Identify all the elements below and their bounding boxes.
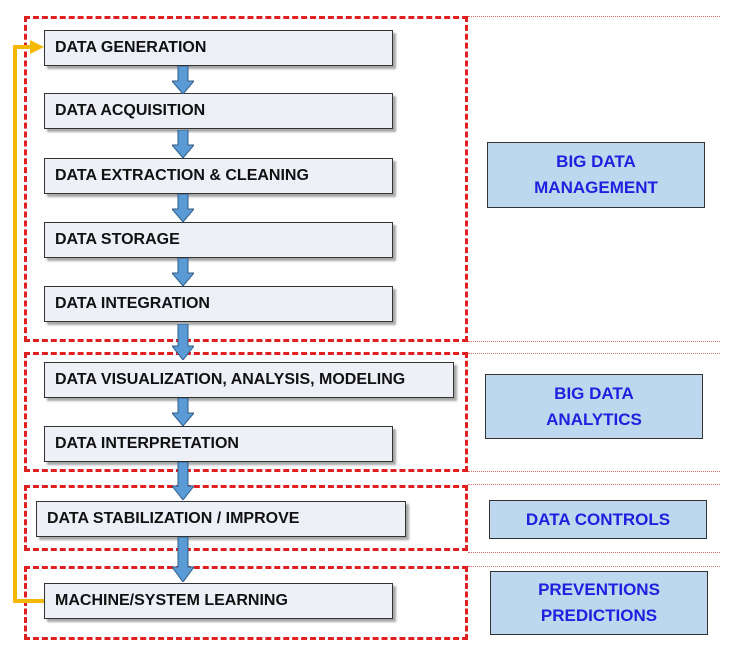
step-data-visualization: DATA VISUALIZATION, ANALYSIS, MODELING (44, 362, 454, 398)
step-data-interpretation: DATA INTERPRETATION (44, 426, 393, 462)
category-big-data-analytics: BIG DATA ANALYTICS (485, 374, 703, 439)
divider-line (468, 484, 720, 485)
category-line: ANALYTICS (546, 409, 642, 429)
divider-line (468, 471, 720, 472)
category-line: DATA CONTROLS (525, 509, 671, 529)
down-arrow-icon (172, 324, 194, 360)
step-data-integration: DATA INTEGRATION (44, 286, 393, 322)
region-big-data-management (24, 16, 468, 342)
category-preventions-predictions: PREVENTIONS PREDICTIONS (490, 571, 708, 635)
step-data-storage: DATA STORAGE (44, 222, 393, 258)
category-line: BIG DATA (554, 383, 634, 403)
down-arrow-icon (172, 537, 194, 582)
divider-line (468, 16, 720, 17)
divider-line (468, 566, 720, 567)
down-arrow-icon (172, 258, 194, 286)
down-arrow-icon (172, 398, 194, 426)
category-big-data-management: BIG DATA MANAGEMENT (487, 142, 705, 208)
step-data-generation: DATA GENERATION (44, 30, 393, 66)
down-arrow-icon (172, 462, 194, 500)
down-arrow-icon (172, 66, 194, 94)
down-arrow-icon (172, 194, 194, 222)
region-big-data-analytics (24, 352, 468, 472)
step-data-extraction-cleaning: DATA EXTRACTION & CLEANING (44, 158, 393, 194)
region-data-controls (24, 485, 468, 551)
category-line: BIG DATA (556, 152, 636, 171)
category-line: MANAGEMENT (534, 178, 658, 197)
divider-line (468, 341, 720, 342)
down-arrow-icon (172, 130, 194, 158)
step-data-stabilization: DATA STABILIZATION / IMPROVE (36, 501, 406, 537)
divider-line (468, 552, 720, 553)
category-line: PREDICTIONS (540, 606, 658, 625)
step-machine-learning: MACHINE/SYSTEM LEARNING (44, 583, 393, 619)
step-data-acquisition: DATA ACQUISITION (44, 93, 393, 129)
divider-line (468, 353, 720, 354)
category-line: PREVENTIONS (538, 580, 660, 599)
category-data-controls: DATA CONTROLS (489, 500, 707, 539)
